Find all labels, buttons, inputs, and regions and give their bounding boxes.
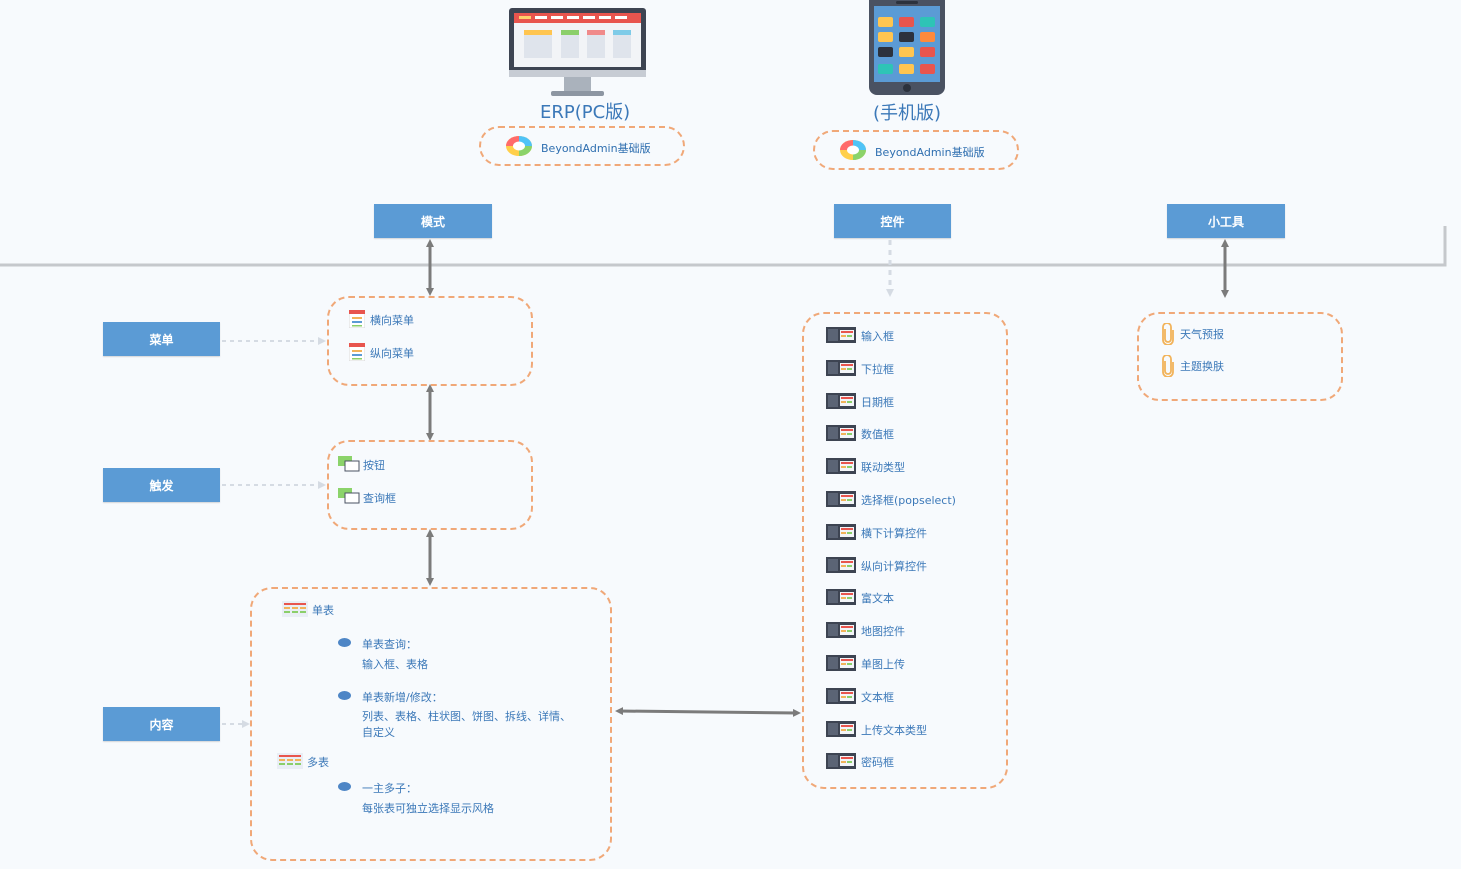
control-item: 选择框(popselect): [861, 494, 956, 507]
pc-edition-pill: [479, 126, 685, 166]
trigger-group: [327, 440, 533, 530]
control-widget-icon: [826, 360, 856, 376]
control-item: 横下计算控件: [861, 527, 927, 540]
bullet-dot: [338, 691, 351, 700]
menu-group: [327, 296, 533, 386]
category-tools-box: 小工具: [1167, 204, 1285, 238]
content-to-controls-arrow: [615, 707, 801, 717]
mobile-edition-pill: [813, 130, 1019, 170]
menu-item-horizontal: 横向菜单: [370, 314, 414, 327]
content-multi-table: 多表: [307, 756, 329, 769]
master-detail-title: 一主多子：: [362, 782, 417, 795]
beyondadmin-logo-icon: [840, 140, 866, 160]
control-widget-icon: [826, 327, 856, 343]
control-widget-icon: [826, 524, 856, 540]
single-edit-desc-line1: 列表、表格、柱状图、饼图、拆线、详情、: [362, 710, 571, 723]
control-widget-icon: [826, 393, 856, 409]
menu-item-vertical: 纵向菜单: [370, 347, 414, 360]
tool-item-theme: 主题换肤: [1180, 360, 1224, 373]
mobile-title: (手机版): [873, 103, 942, 124]
control-widget-icon: [826, 491, 856, 507]
trigger-box: 触发: [103, 468, 220, 502]
query-box-icon: [338, 488, 360, 504]
main-separator-line: [0, 226, 1447, 267]
trigger-item-button: 按钮: [363, 459, 385, 472]
tools-group: [1137, 312, 1343, 401]
control-widget-icon: [826, 425, 856, 441]
category-controls-box: 控件: [834, 204, 951, 238]
control-widget-icon: [826, 655, 856, 671]
control-item: 下拉框: [861, 363, 894, 376]
control-widget-icon: [826, 721, 856, 737]
menu-table-icon: [349, 310, 365, 328]
pc-edition-label: BeyondAdmin基础版: [541, 142, 651, 155]
menu-box: 菜单: [103, 322, 220, 356]
content-group: [250, 587, 612, 861]
button-icon: [338, 456, 360, 472]
mobile-phone-icon: [869, 0, 945, 95]
content-single-table: 单表: [312, 604, 334, 617]
category-mode-box: 模式: [374, 204, 492, 238]
desktop-monitor-icon: [509, 8, 646, 96]
control-widget-icon: [826, 589, 856, 605]
control-item: 数值框: [861, 428, 894, 441]
pc-title: ERP(PC版): [540, 102, 631, 123]
control-item: 联动类型: [861, 461, 905, 474]
control-widget-icon: [826, 557, 856, 573]
control-item: 输入框: [861, 330, 894, 343]
control-item: 富文本: [861, 592, 894, 605]
beyondadmin-logo-icon: [506, 136, 532, 156]
control-item: 日期框: [861, 396, 894, 409]
control-widget-icon: [826, 458, 856, 474]
single-edit-title: 单表新增/修改：: [362, 691, 443, 704]
control-item: 密码框: [861, 756, 894, 769]
master-detail-desc: 每张表可独立选择显示风格: [362, 802, 494, 815]
single-edit-desc-line2: 自定义: [362, 726, 395, 739]
controls-group: [802, 312, 1008, 789]
mobile-edition-label: BeyondAdmin基础版: [875, 146, 985, 159]
multi-table-icon: [277, 753, 303, 769]
control-widget-icon: [826, 622, 856, 638]
single-table-icon: [282, 601, 308, 617]
single-query-desc: 输入框、表格: [362, 658, 428, 671]
menu-table-icon: [349, 343, 365, 361]
paperclip-icon: [1162, 355, 1174, 377]
trigger-item-query: 查询框: [363, 492, 396, 505]
control-item: 单图上传: [861, 658, 905, 671]
control-item: 文本框: [861, 691, 894, 704]
bullet-dot: [338, 638, 351, 647]
tool-item-weather: 天气预报: [1180, 328, 1224, 341]
bullet-dot: [338, 782, 351, 791]
control-item: 纵向计算控件: [861, 560, 927, 573]
single-query-title: 单表查询：: [362, 638, 417, 651]
control-item: 上传文本类型: [861, 724, 927, 737]
control-widget-icon: [826, 753, 856, 769]
control-item: 地图控件: [861, 625, 905, 638]
content-box: 内容: [103, 707, 220, 741]
paperclip-icon: [1162, 323, 1174, 345]
control-widget-icon: [826, 688, 856, 704]
